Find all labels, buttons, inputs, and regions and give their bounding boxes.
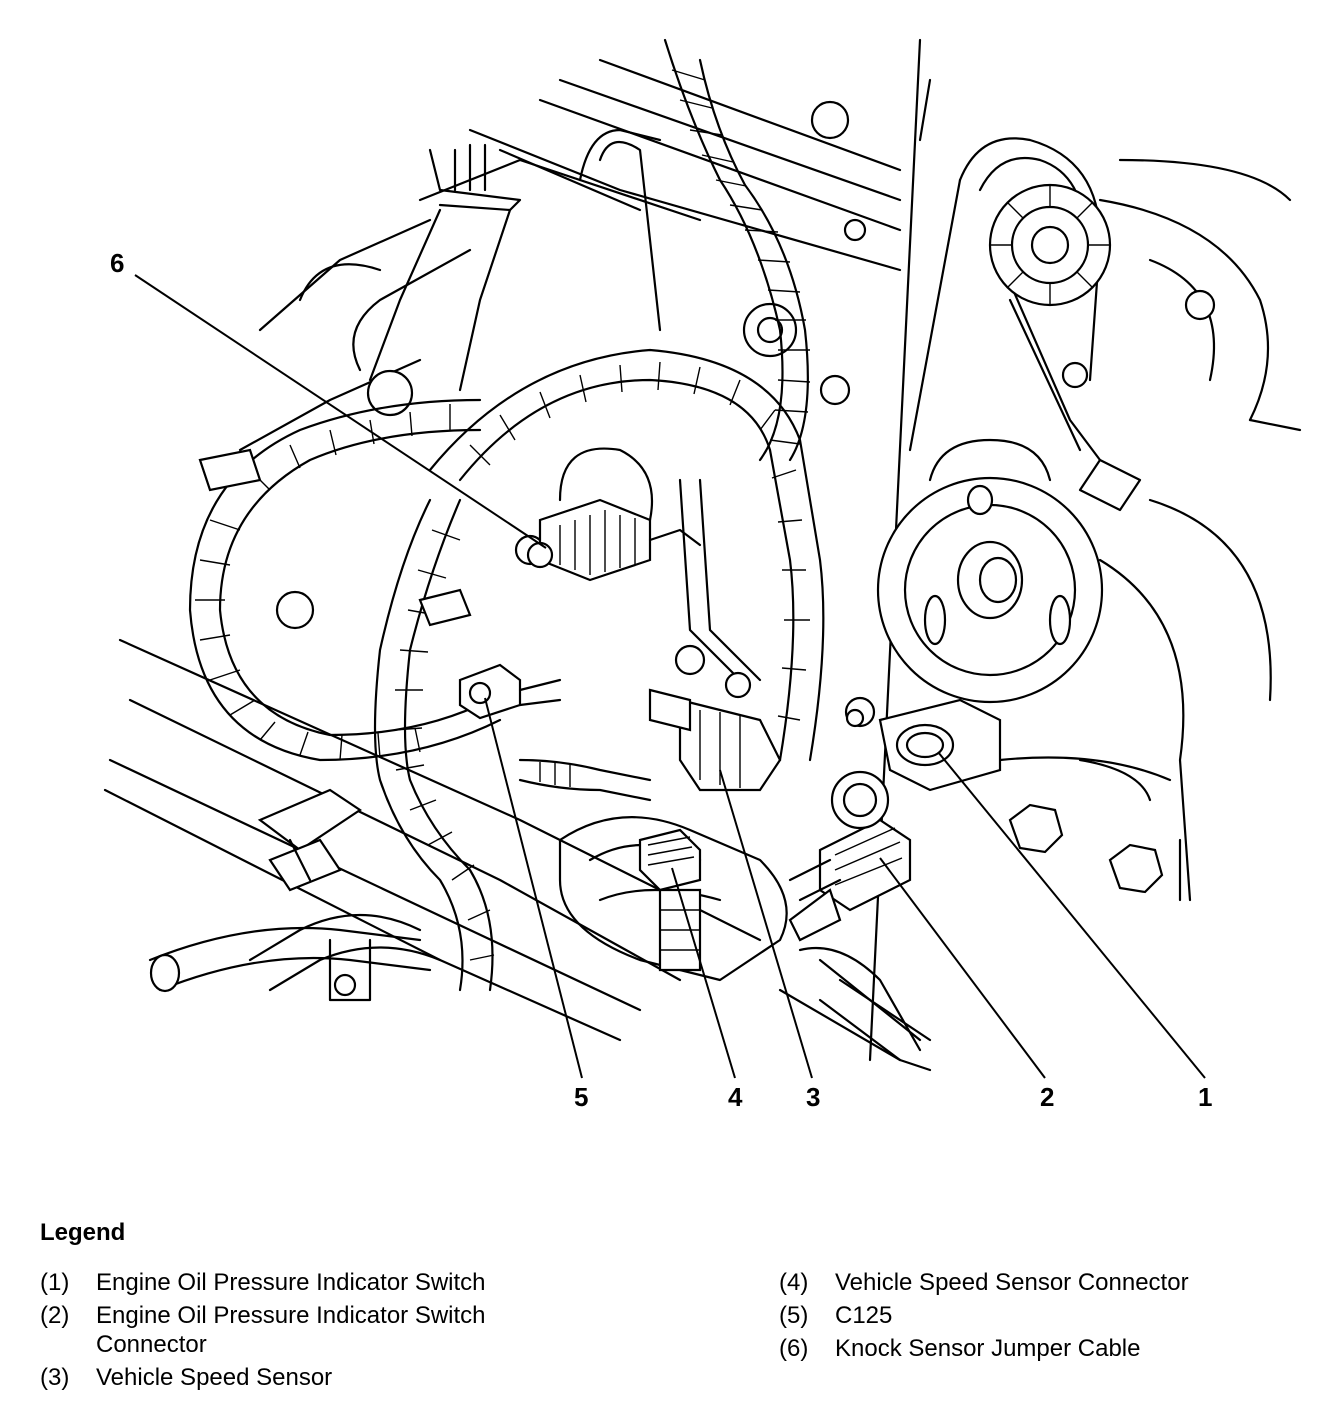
- legend-title: Legend: [40, 1219, 126, 1246]
- legend-item-6: (6) Knock Sensor Jumper Cable: [779, 1334, 1299, 1363]
- callout-leaders: [134, 274, 1206, 1079]
- callout-6: 6: [110, 248, 124, 278]
- legend-item-text: Knock Sensor Jumper Cable: [835, 1335, 1141, 1362]
- legend-item-2: (2) Engine Oil Pressure Indicator Switch…: [40, 1301, 600, 1359]
- callout-2: 2: [1040, 1082, 1054, 1112]
- callout-3: 3: [806, 1082, 820, 1112]
- callout-5: 5: [574, 1082, 588, 1112]
- legend: Legend (1) Engine Oil Pressure Indicator…: [40, 1218, 1320, 1391]
- engine-body: [103, 58, 932, 1072]
- legend-item-text: Vehicle Speed Sensor Connector: [835, 1269, 1189, 1296]
- legend-item-1: (1) Engine Oil Pressure Indicator Switch: [40, 1268, 600, 1297]
- legend-item-number: (4): [779, 1269, 809, 1296]
- legend-item-5: (5) C125: [779, 1301, 1299, 1330]
- wiring-harness: [188, 38, 825, 992]
- legend-column-right: (4) Vehicle Speed Sensor Connector (5) C…: [779, 1268, 1299, 1367]
- pulley-assembly: [844, 38, 1302, 1062]
- components: [198, 447, 912, 972]
- callout-4: 4: [728, 1082, 743, 1112]
- legend-item-3: (3) Vehicle Speed Sensor: [40, 1363, 600, 1392]
- legend-column-left: (1) Engine Oil Pressure Indicator Switch…: [40, 1268, 600, 1396]
- legend-item-number: (5): [779, 1302, 809, 1329]
- engine-line-drawing: 1 2 3 4 5 6: [103, 38, 1302, 1112]
- callout-1: 1: [1198, 1082, 1212, 1112]
- legend-item-number: (1): [40, 1269, 70, 1296]
- legend-item-number: (3): [40, 1364, 70, 1391]
- legend-item-number: (6): [779, 1335, 809, 1362]
- legend-item-4: (4) Vehicle Speed Sensor Connector: [779, 1268, 1299, 1297]
- legend-item-text: C125: [835, 1302, 893, 1329]
- legend-item-text: Engine Oil Pressure Indicator Switch Con…: [96, 1302, 486, 1358]
- legend-item-text: Vehicle Speed Sensor: [96, 1364, 333, 1391]
- legend-item-text: Engine Oil Pressure Indicator Switch: [96, 1269, 486, 1296]
- legend-item-number: (2): [40, 1302, 70, 1329]
